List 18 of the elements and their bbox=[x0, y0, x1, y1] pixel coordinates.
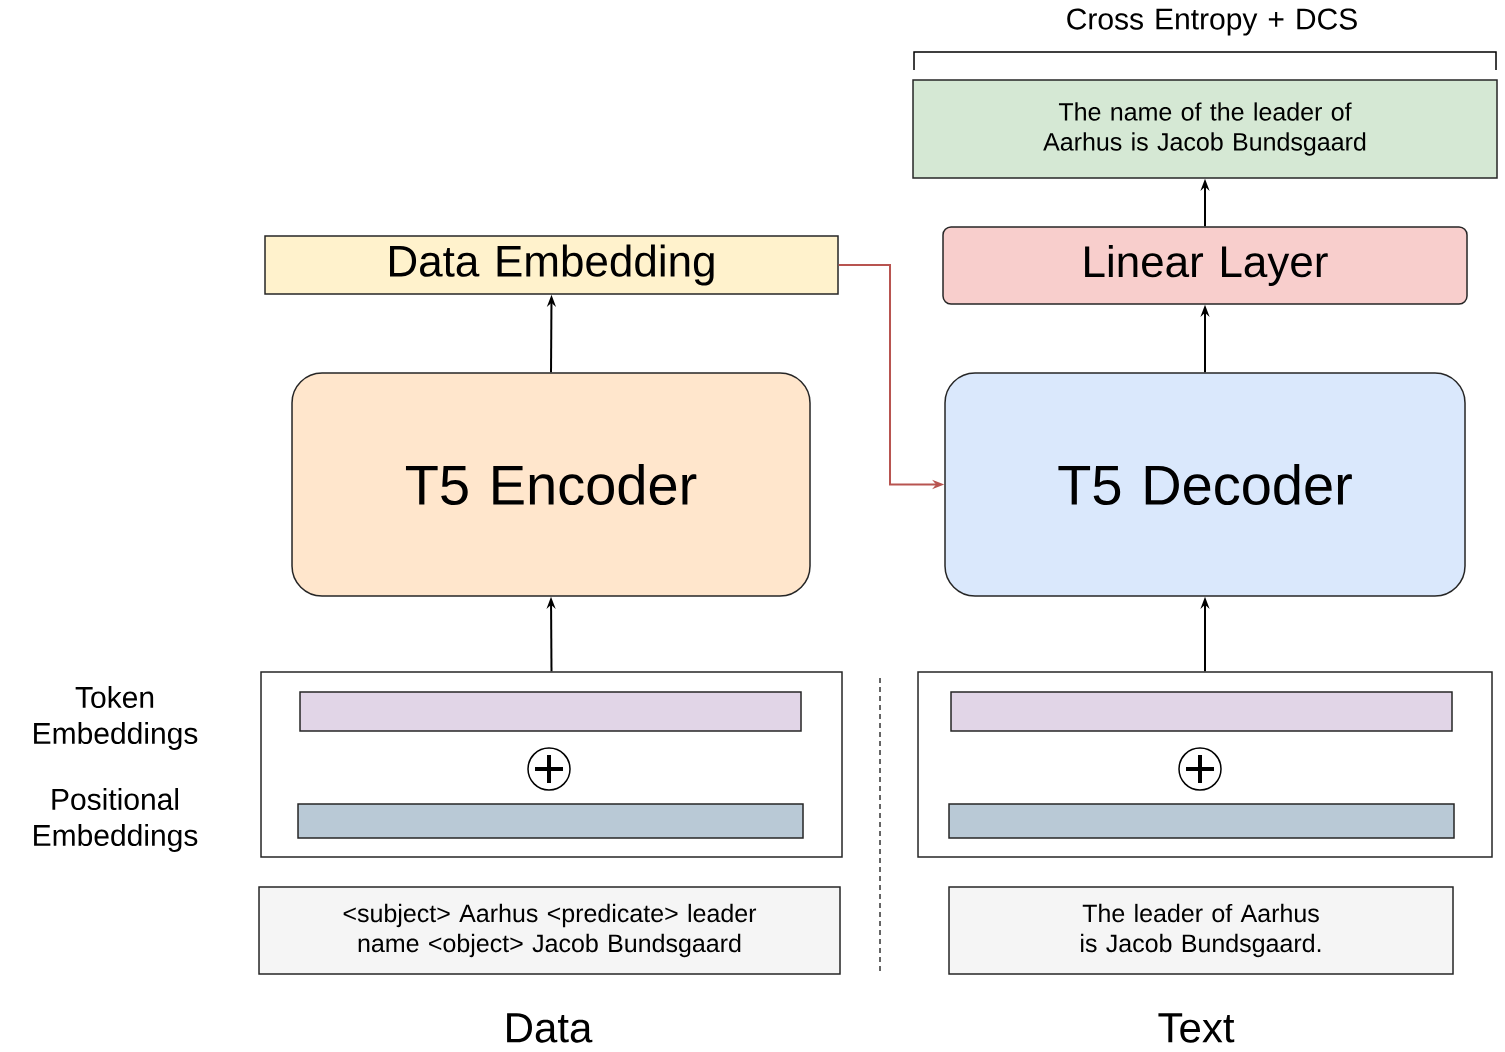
plus-circle bbox=[1178, 747, 1222, 791]
encoder-box: T5 Encoder bbox=[291, 372, 811, 597]
positional-embedding-bar bbox=[297, 803, 804, 839]
output-text-box: The name of the leader of Aarhus is Jacob Bundsgaard bbox=[912, 79, 1498, 179]
token-embedding-bar bbox=[299, 691, 802, 732]
column-label: Data bbox=[507, 1013, 593, 1043]
side-label: Positional Embeddings bbox=[34, 788, 198, 852]
embedding-box: Data Embedding bbox=[264, 235, 839, 295]
layer-box: Linear Layer bbox=[942, 226, 1468, 305]
decoder-box: T5 Decoder bbox=[944, 372, 1466, 597]
side-label: Token Embeddings bbox=[34, 686, 198, 750]
token-embedding-bar bbox=[950, 691, 1453, 732]
input-text-box: <subject> Aarhus <predicate> leader name <object> Jacob Bundsgaard bbox=[258, 886, 841, 975]
positional-embedding-bar bbox=[948, 803, 1455, 839]
input-text-box: The leader of Aarhus is Jacob Bundsgaard. bbox=[948, 886, 1454, 975]
column-label: Text bbox=[1158, 1013, 1235, 1043]
plus-circle bbox=[527, 747, 571, 791]
loss-label: Cross Entropy + DCS bbox=[1067, 8, 1357, 36]
